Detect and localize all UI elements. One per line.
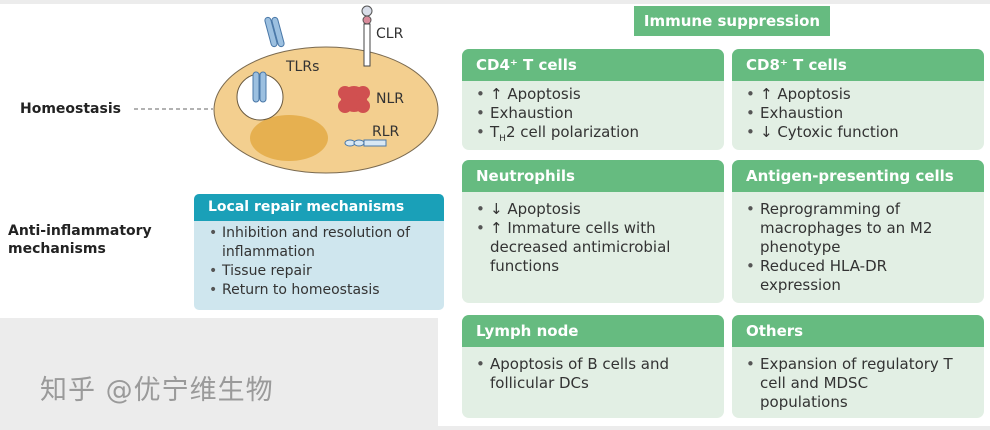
repair-item: Inhibition and resolution of inflammatio…	[209, 224, 444, 262]
nlr-label: NLR	[376, 91, 404, 107]
card-item: Reprogramming of macrophages to an M2 ph…	[746, 200, 954, 257]
clr-icon	[361, 5, 373, 67]
card-title: Others	[732, 315, 984, 347]
rlr-label: RLR	[372, 124, 400, 140]
card-item: Exhaustion	[746, 104, 984, 123]
nlr-icon	[338, 86, 370, 113]
anti-label-line2: mechanisms	[8, 241, 106, 257]
card-others: Others Expansion of regulatory T cell an…	[732, 315, 984, 418]
tlrs-label: TLRs	[285, 59, 319, 75]
card-item: ↓ Apoptosis	[476, 200, 684, 219]
card-item: Reduced HLA-DR expression	[746, 257, 954, 295]
card-title: Neutrophils	[462, 160, 724, 192]
card-item: Apoptosis of B cells and follicular DCs	[476, 355, 694, 393]
card-title: CD4⁺ T cells	[462, 49, 724, 81]
watermark: 知乎 @优宁维生物	[40, 375, 274, 406]
anti-inflammatory-label: Anti-inflammatory mechanisms	[8, 222, 152, 258]
anti-label-line1: Anti-inflammatory	[8, 223, 152, 239]
card-item: Exhaustion	[476, 104, 724, 123]
card-lymph-node: Lymph node Apoptosis of B cells and foll…	[462, 315, 724, 418]
card-cd8-t-cells: CD8⁺ T cells ↑ Apoptosis Exhaustion ↓ Cy…	[732, 49, 984, 150]
immune-suppression-title: Immune suppression	[634, 6, 830, 36]
homeostasis-label: Homeostasis	[20, 101, 121, 117]
card-item: ↑ Apoptosis	[746, 85, 984, 104]
rlr-icon	[344, 139, 387, 147]
card-title: Antigen-presenting cells	[732, 160, 984, 192]
repair-item: Return to homeostasis	[209, 281, 444, 300]
repair-item: Tissue repair	[209, 262, 444, 281]
card-item: ↑ Immature cells with decreased antimicr…	[476, 219, 684, 276]
local-repair-title: Local repair mechanisms	[194, 194, 444, 221]
endosomal-tlr-icon	[252, 71, 267, 103]
local-repair-box: Local repair mechanisms Inhibition and r…	[194, 194, 444, 310]
th-rest: 2 cell polarization	[505, 123, 640, 141]
card-item: TH2 cell polarization	[476, 123, 724, 149]
clr-label: CLR	[376, 26, 404, 42]
card-cd4-t-cells: CD4⁺ T cells ↑ Apoptosis Exhaustion TH2 …	[462, 49, 724, 150]
card-title: CD8⁺ T cells	[732, 49, 984, 81]
surface-tlr-icon	[264, 16, 285, 48]
nucleus	[250, 115, 328, 161]
card-neutrophils: Neutrophils ↓ Apoptosis ↑ Immature cells…	[462, 160, 724, 303]
card-item: ↑ Apoptosis	[476, 85, 724, 104]
card-item: Expansion of regulatory T cell and MDSC …	[746, 355, 954, 412]
th-letter: T	[490, 123, 500, 141]
card-antigen-presenting-cells: Antigen-presenting cells Reprogramming o…	[732, 160, 984, 303]
card-item: ↓ Cytoxic function	[746, 123, 984, 142]
cell-diagram: TLRs CLR NLR RLR	[134, 5, 439, 174]
th-subscript: H	[499, 134, 506, 144]
card-title: Lymph node	[462, 315, 724, 347]
